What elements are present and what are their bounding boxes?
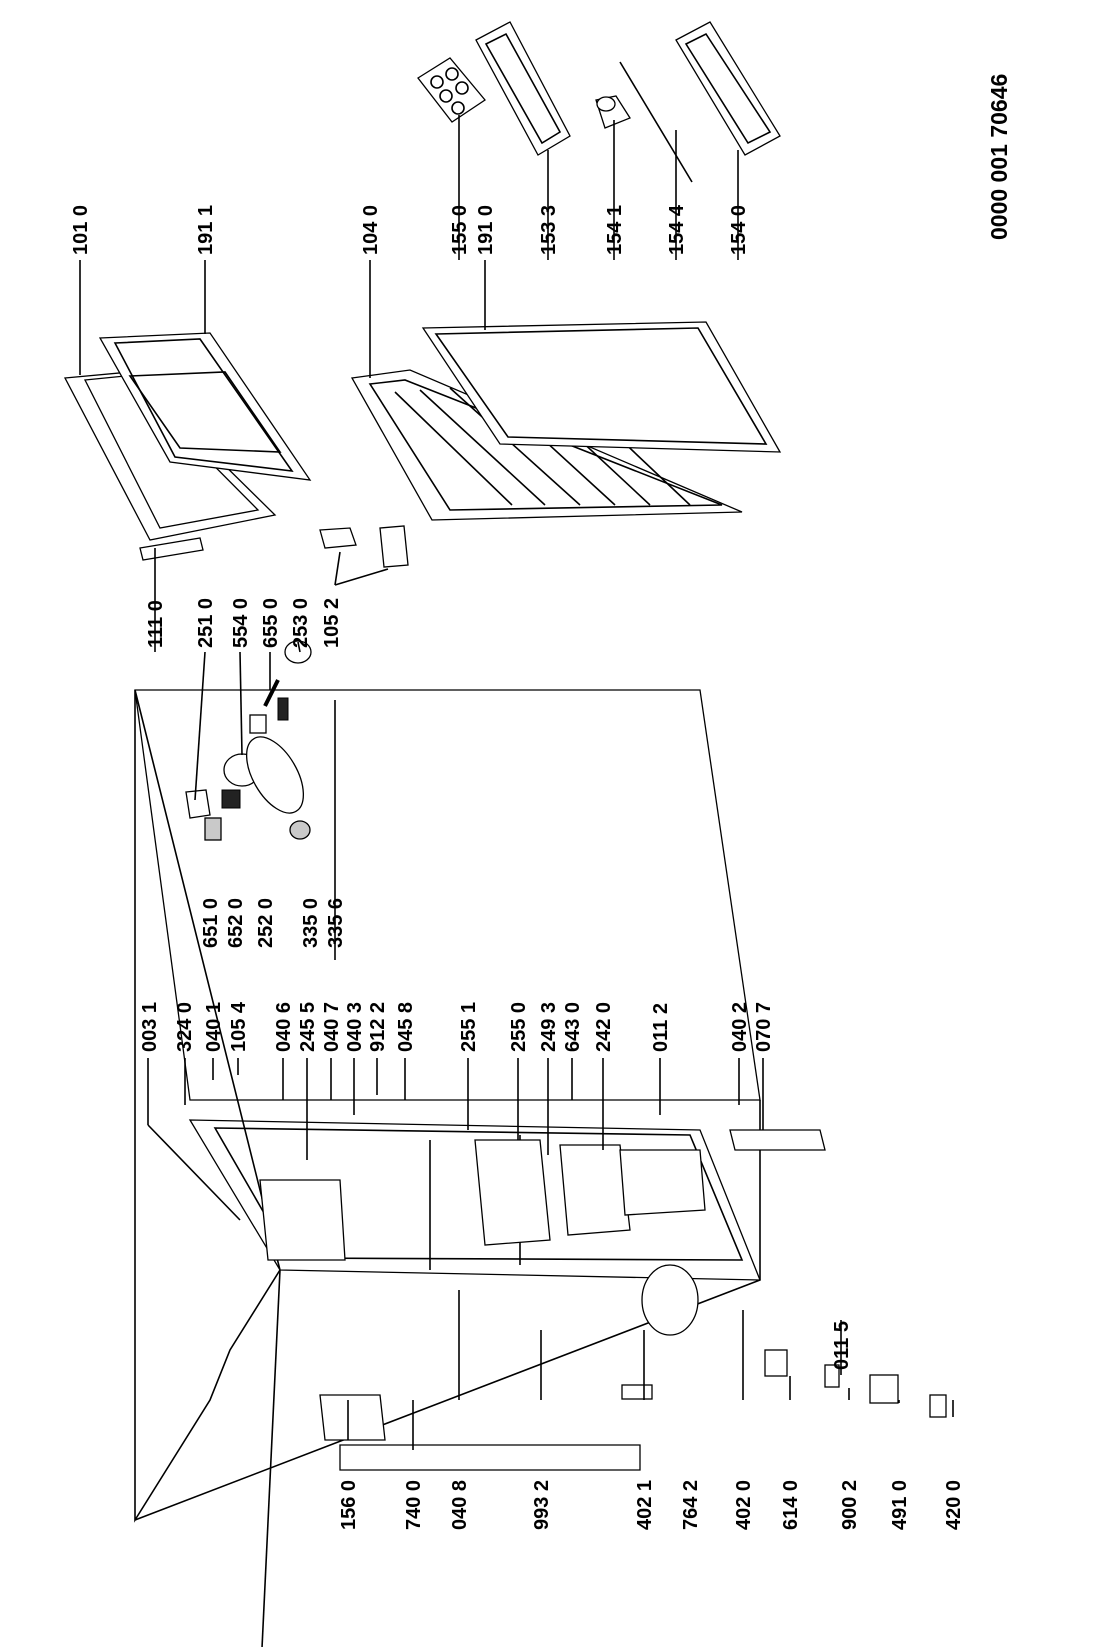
label-652-0: 652 0	[225, 898, 247, 948]
rail-070-7	[729, 1129, 826, 1151]
part-900-2	[824, 1364, 840, 1388]
label-614-0: 614 0	[780, 1480, 802, 1530]
label-104-0: 104 0	[360, 205, 382, 255]
label-191-0: 191 0	[475, 205, 497, 255]
document-number: 0000 001 70646	[986, 74, 1012, 240]
label-255-0: 255 0	[508, 1002, 530, 1052]
rail-154-4	[619, 61, 693, 183]
label-040-2: 040 2	[729, 1002, 751, 1052]
label-740-0: 740 0	[403, 1480, 425, 1530]
part-253-0	[284, 640, 312, 664]
label-251-0: 251 0	[195, 598, 217, 648]
label-011-5: 011 5	[831, 1321, 853, 1370]
label-253-0: 253 0	[290, 598, 312, 648]
label-252-0: 252 0	[255, 898, 277, 948]
label-011-2: 011 2	[650, 1003, 672, 1052]
door-gasket-191-0	[421, 321, 782, 453]
label-491-0: 491 0	[889, 1480, 911, 1530]
label-105-4: 105 4	[228, 1001, 250, 1052]
compressor-402-0	[641, 1264, 699, 1336]
label-111-0: 111 0	[145, 600, 167, 648]
label-003-1: 003 1	[139, 1002, 161, 1052]
label-245-5: 245 5	[297, 1002, 319, 1052]
label-101-0: 101 0	[70, 205, 92, 255]
part-251-0	[185, 789, 211, 819]
label-402-0: 402 0	[733, 1480, 755, 1530]
label-255-1: 255 1	[458, 1002, 480, 1052]
bottle-clip-154-1	[595, 95, 631, 129]
label-153-3: 153 3	[538, 205, 560, 255]
cabinet	[134, 689, 826, 1647]
label-040-3: 040 3	[344, 1002, 366, 1052]
shelf-249-3	[559, 1144, 631, 1236]
part-335-6	[277, 697, 289, 721]
label-900-2: 900 2	[839, 1480, 861, 1530]
large-door-assembly	[350, 321, 782, 521]
label-554-0: 554 0	[230, 598, 252, 648]
label-764-2: 764 2	[680, 1480, 702, 1530]
label-105-2: 105 2	[321, 598, 343, 648]
label-154-4: 154 4	[666, 204, 688, 255]
label-154-1: 154 1	[604, 205, 626, 255]
egg-tray-155-0	[417, 57, 486, 123]
crisper-245-5	[259, 1179, 346, 1261]
label-154-0: 154 0	[728, 205, 750, 255]
part-764-2	[621, 1384, 653, 1400]
bracket-111-0	[139, 537, 204, 561]
shelf-255-1	[474, 1139, 551, 1246]
part-491-0	[869, 1374, 899, 1404]
label-156-0: 156 0	[338, 1480, 360, 1530]
part-655-0	[263, 679, 280, 707]
part-156-0	[319, 1394, 386, 1441]
door-shelf-154-0	[675, 21, 781, 156]
label-420-0: 420 0	[943, 1480, 965, 1530]
label-335-0: 335 0	[300, 898, 322, 948]
lamp-335-0	[289, 820, 311, 840]
label-651-0: 651 0	[200, 898, 222, 948]
part-651-0	[204, 817, 222, 841]
label-191-1: 191 1	[195, 205, 217, 255]
label-040-7: 040 7	[321, 1002, 343, 1052]
thermostat-group	[185, 640, 312, 841]
label-040-6: 040 6	[273, 1002, 295, 1052]
label-045-8: 045 8	[395, 1002, 417, 1052]
label-993-2: 993 2	[531, 1480, 553, 1530]
label-040-8: 040 8	[449, 1480, 471, 1530]
hinge-105-2b	[379, 525, 409, 568]
small-door-assembly	[63, 332, 312, 541]
label-402-1: 402 1	[634, 1480, 656, 1530]
drawer-242-0	[619, 1149, 706, 1216]
housing-252-0	[245, 736, 305, 814]
label-249-3: 249 3	[538, 1002, 560, 1052]
part-labels: 101 0 191 1 104 0 155 0 191 0 153 3 154 …	[70, 204, 965, 1530]
label-335-6: 335 6	[325, 898, 347, 948]
part-652-0	[221, 789, 241, 809]
label-324-0: 324 0	[174, 1002, 196, 1052]
part-x1	[249, 714, 267, 734]
leader-lines	[79, 115, 954, 1450]
label-242-0: 242 0	[593, 1002, 615, 1052]
label-655-0: 655 0	[260, 598, 282, 648]
label-643-0: 643 0	[562, 1002, 584, 1052]
label-155-0: 155 0	[449, 205, 471, 255]
door-gasket-191-1	[98, 332, 312, 481]
label-040-1: 040 1	[203, 1002, 225, 1052]
condenser-740-0	[339, 1444, 641, 1471]
part-420-0	[929, 1394, 947, 1418]
hinge-105-2a	[319, 527, 357, 549]
label-070-7: 070 7	[753, 1002, 775, 1052]
door-shelf-153-3	[475, 21, 571, 156]
label-912-2: 912 2	[367, 1002, 389, 1052]
part-614-0	[764, 1349, 788, 1377]
